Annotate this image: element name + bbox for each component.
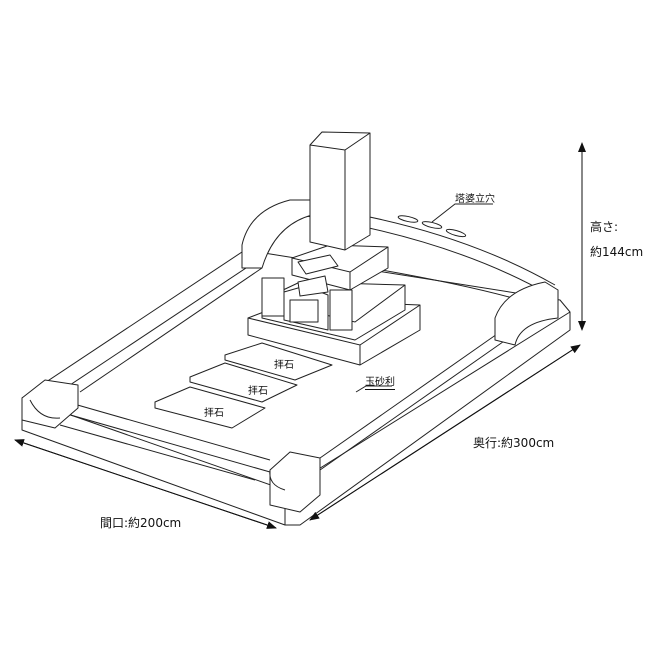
worship-stone-label: 拝石 <box>274 360 294 371</box>
corner-pieces <box>21 199 559 513</box>
gravestone <box>247 131 421 366</box>
worship-stone-label: 拝石 <box>248 386 268 397</box>
gravel-leader <box>355 385 392 393</box>
worship-stones <box>154 342 333 429</box>
stupa-holes <box>397 215 467 238</box>
gravel-label: 玉砂利 <box>365 373 395 390</box>
width-label: 間口:約200cm <box>100 516 182 530</box>
depth-arrow-b <box>309 344 581 521</box>
height-title: 高さ: <box>590 220 619 234</box>
worship-stone-label: 拝石 <box>204 408 224 419</box>
width-arrow-b <box>14 439 277 529</box>
depth-label: 奥行:約300cm <box>473 436 555 450</box>
stupa-hole-leader <box>431 203 493 223</box>
stupa-hole-label: 塔婆立穴 <box>455 194 495 205</box>
height-value: 約144cm <box>590 245 644 259</box>
